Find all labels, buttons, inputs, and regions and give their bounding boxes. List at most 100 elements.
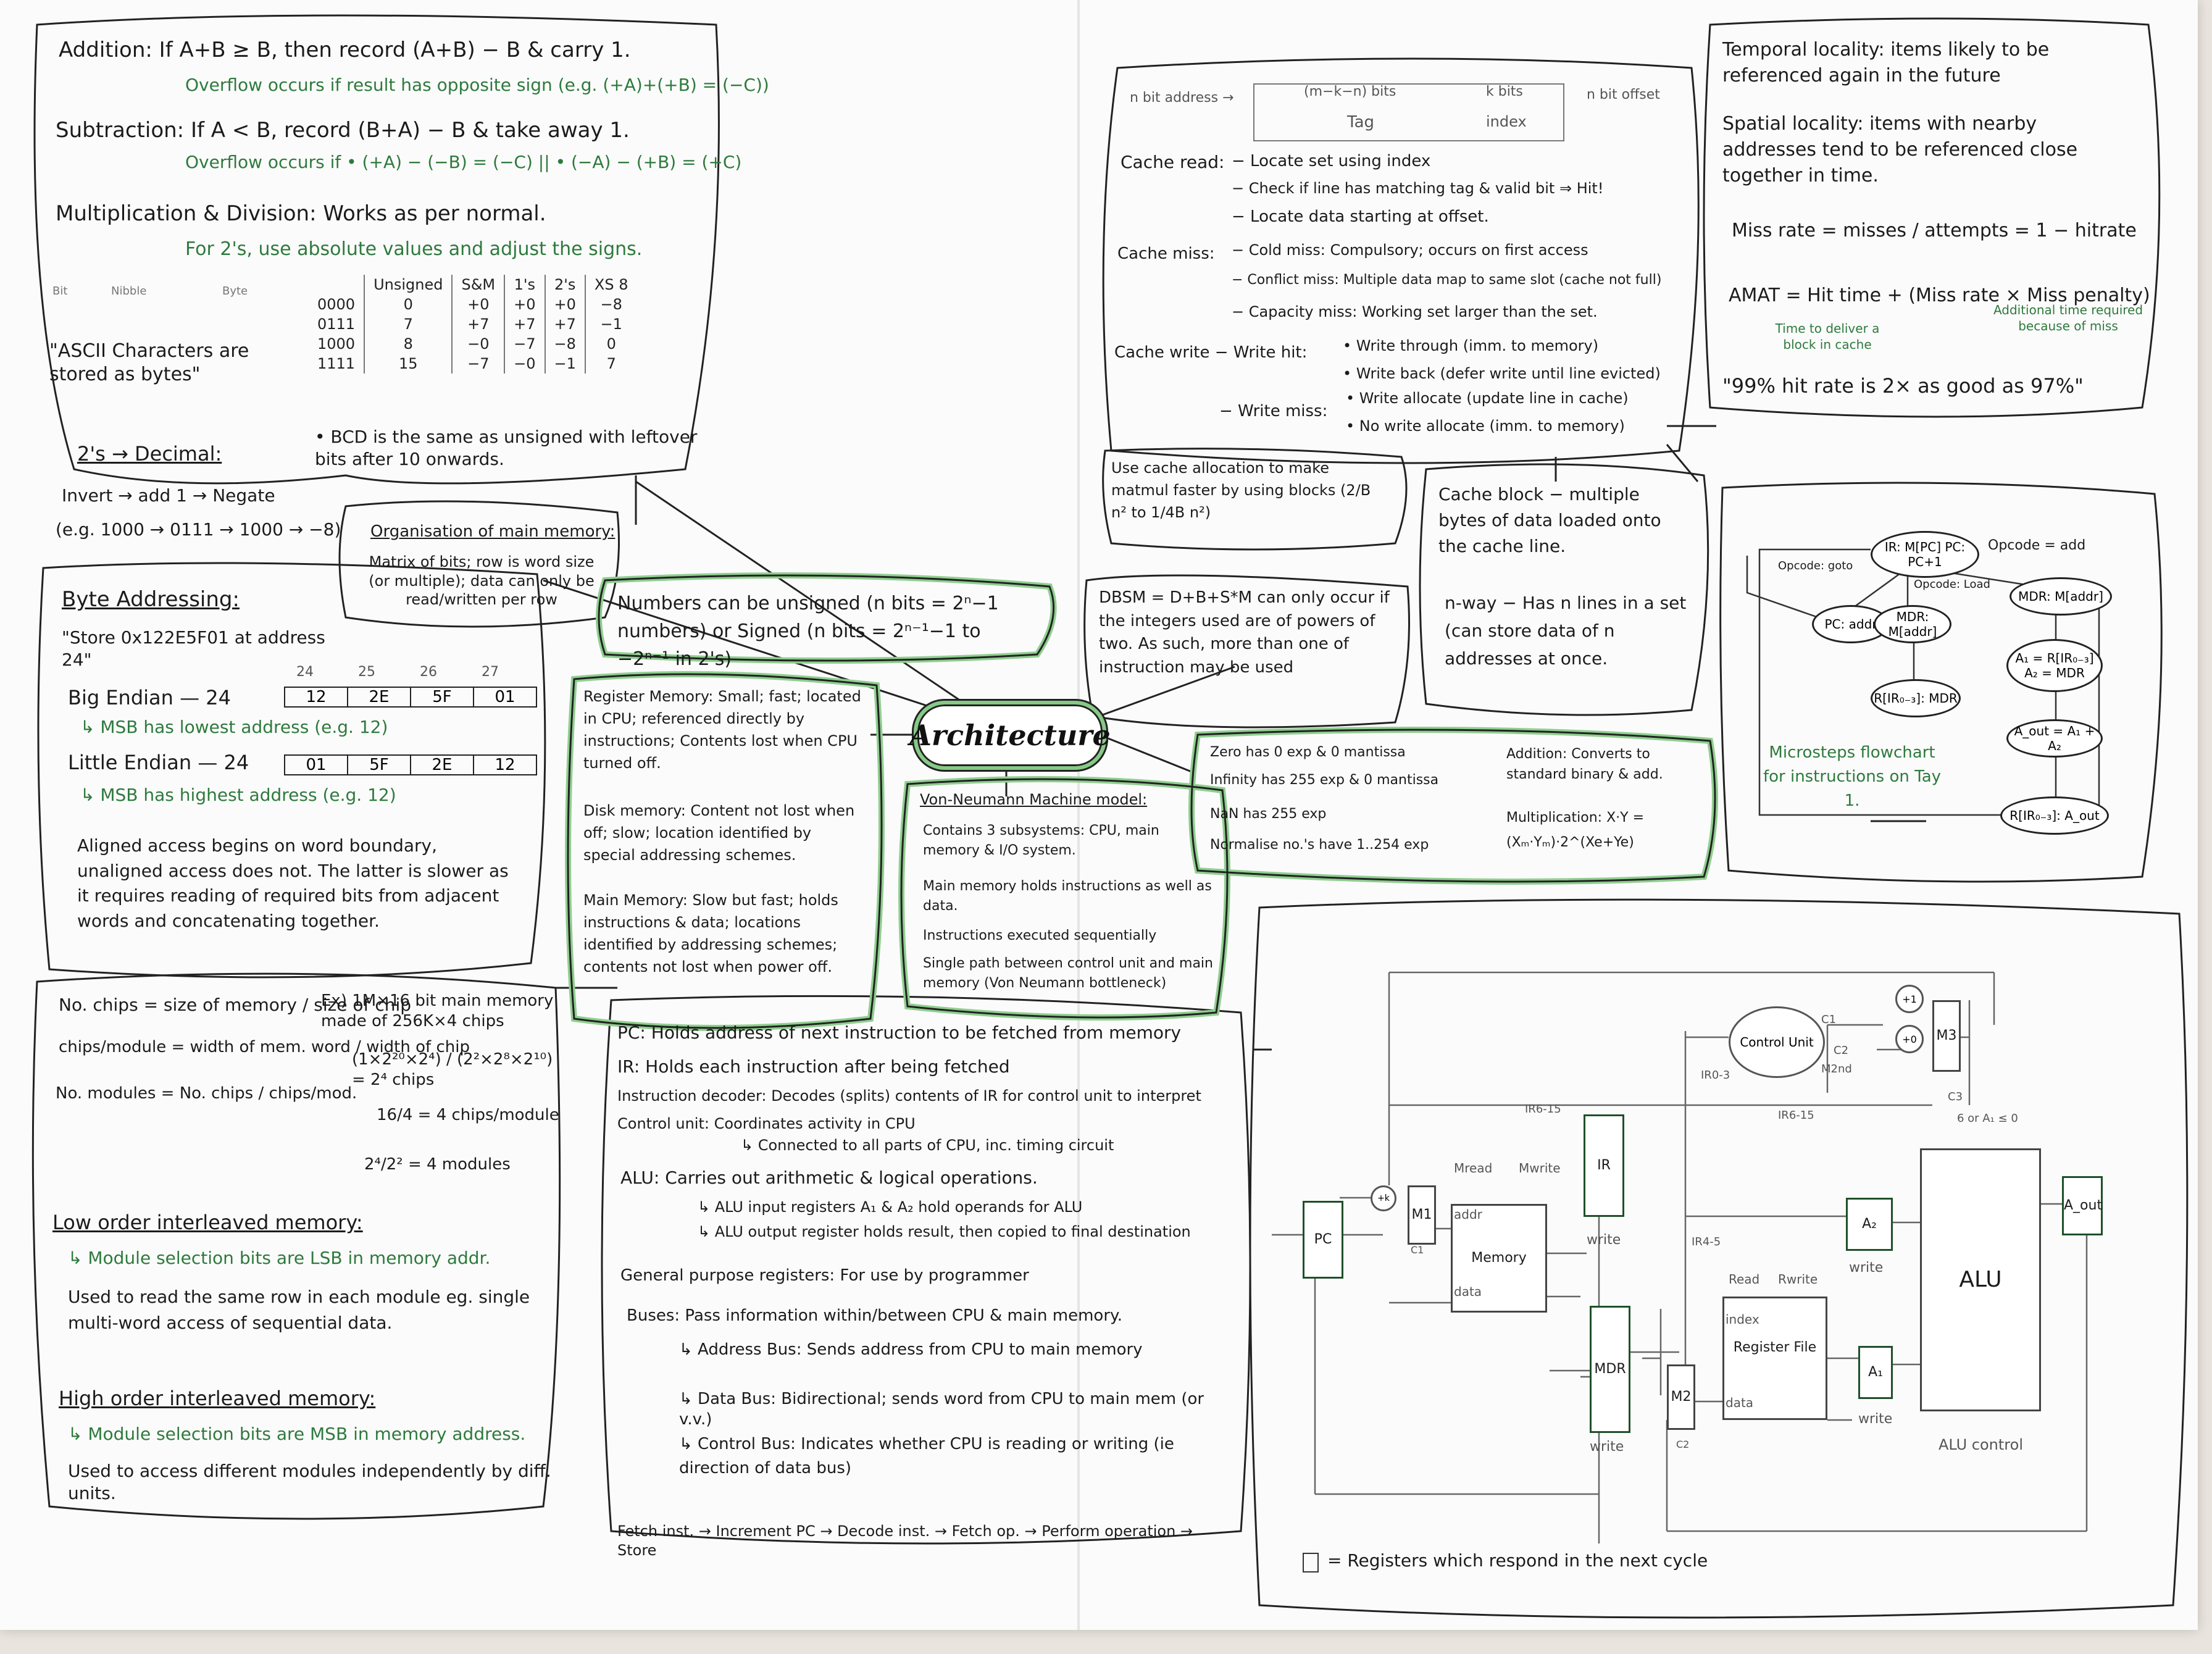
dp-label-c3: C3 — [1948, 1090, 1963, 1103]
vonneumann-title: Von-Neumann Machine model: — [920, 791, 1148, 808]
dp-label-rf-data: data — [1726, 1395, 1754, 1410]
datapath-register-file: Register File — [1722, 1297, 1827, 1420]
example-step-1: (1×2²⁰×2⁴) / (2²×2⁸×2¹⁰) = 2⁴ chips — [352, 1050, 553, 1090]
aligned-note: Aligned access begins on word boundary, … — [77, 835, 509, 931]
muldiv-note: For 2's, use absolute values and adjust … — [185, 238, 643, 260]
flow-node-store-result: R[IR₀₋₃]: A_out — [2000, 796, 2109, 835]
cache-read-1: − Locate set using index — [1232, 152, 1431, 170]
cpu-buses: Buses: Pass information within/between C… — [627, 1306, 1122, 1325]
high-order-note: ↳ Module selection bits are MSB in memor… — [68, 1424, 526, 1444]
col-header: S&M — [451, 275, 505, 294]
addr-24: 24 — [296, 664, 314, 680]
low-order-note: ↳ Module selection bits are LSB in memor… — [68, 1248, 491, 1268]
write-through: • Write through (imm. to memory) — [1343, 337, 1599, 354]
register-legend-text: = Registers which respond in the next cy… — [1327, 1550, 1708, 1571]
miss-rate-formula: Miss rate = misses / attempts = 1 − hitr… — [1732, 220, 2137, 241]
flow-label-add: Opcode = add — [1988, 538, 2086, 553]
cell: −1 — [584, 314, 637, 334]
vonneumann-item-1: Contains 3 subsystems: CPU, main memory … — [923, 823, 1159, 858]
byteaddr-title: Byte Addressing: — [62, 587, 240, 612]
dbsm-note: DBSM = D+B+S*M can only occur if the int… — [1099, 588, 1390, 677]
cpu-control: Control unit: Coordinates activity in CP… — [617, 1115, 916, 1132]
cache-n-bit-address: n bit address → — [1130, 90, 1234, 106]
spatial-locality: Spatial locality: items with nearby addr… — [1722, 113, 2078, 186]
cell: 0111 — [317, 315, 356, 333]
dp-label-ir6-15-a: IR6-15 — [1525, 1103, 1561, 1116]
page-fold — [1077, 0, 1080, 1630]
addr-27: 27 — [482, 664, 499, 680]
muldiv-text: Multiplication & Division: Works as per … — [56, 201, 546, 226]
datapath-mux-m1: M1 — [1408, 1185, 1436, 1245]
dp-label-alu-control: ALU control — [1939, 1436, 2023, 1453]
cpu-pc: PC: Holds address of next instruction to… — [617, 1022, 1182, 1043]
vonneumann-item-4: Single path between control unit and mai… — [923, 956, 1213, 991]
cell: 7 — [364, 314, 453, 334]
cell: +0 — [451, 294, 505, 314]
cell: +7 — [504, 314, 545, 334]
cache-read-2: − Check if line has matching tag & valid… — [1232, 180, 1604, 197]
datapath-ir-register: IR — [1584, 1114, 1624, 1217]
dp-label-index: index — [1726, 1312, 1759, 1327]
no-modules-formula: No. modules = No. chips / chips/mod. — [56, 1084, 357, 1103]
byte-cell: 2E — [347, 687, 411, 708]
vonneumann-item-2: Main memory holds instructions as well a… — [923, 879, 1212, 914]
datapath-a1-register: A₁ — [1858, 1346, 1893, 1399]
cell: −7 — [451, 354, 505, 374]
cell: 15 — [364, 354, 453, 374]
dp-label-ir6-15-b: IR6-15 — [1778, 1109, 1814, 1122]
flow-label-goto: Opcode: goto — [1778, 559, 1853, 572]
register-memory: Register Memory: Small; fast; located in… — [583, 688, 861, 772]
no-write-allocate: • No write allocate (imm. to memory) — [1346, 417, 1625, 435]
flow-node-mdr-add: MDR: M[addr] — [2010, 577, 2112, 616]
dp-label-a1-write: write — [1858, 1411, 1893, 1427]
float-addition: Addition: Converts to standard binary & … — [1506, 746, 1663, 782]
cache-write-label: Cache write − Write hit: — [1114, 343, 1308, 362]
flow-node-load-operands: A₁ = R[IR₀₋₃] A₂ = MDR — [2006, 639, 2103, 692]
no-chips-formula: No. chips = size of memory / size of chi… — [59, 995, 412, 1015]
addr-25: 25 — [358, 664, 375, 680]
chips-module-formula: chips/module = width of mem. word / widt… — [59, 1038, 470, 1056]
register-legend-box — [1303, 1553, 1319, 1573]
temporal-locality: Temporal locality: items likely to be re… — [1722, 39, 2050, 86]
cell: −7 — [504, 334, 545, 354]
address-fields-box: (m−k−n) bits k bits Tag index — [1253, 83, 1564, 141]
index-bits-label: k bits — [1486, 84, 1523, 99]
cache-miss-label: Cache miss: — [1117, 244, 1215, 263]
float-nan: NaN has 255 exp — [1210, 806, 1327, 822]
big-endian-label: Big Endian — 24 — [68, 686, 231, 709]
flow-node-add: A_out = A₁ + A₂ — [2006, 719, 2103, 758]
vonneumann-item-3: Instructions executed sequentially — [923, 928, 1157, 943]
cell: −0 — [451, 334, 505, 354]
unit-bit: Bit — [52, 285, 68, 298]
amat-hit-time-note: Time to deliver a block in cache — [1775, 321, 1880, 352]
tag-bits-label: (m−k−n) bits — [1304, 84, 1396, 99]
high-order-use: Used to access different modules indepen… — [68, 1461, 551, 1503]
cache-allocation-note: Use cache allocation to make matmul fast… — [1111, 459, 1371, 521]
twos-step-1: Invert → add 1 → Negate — [62, 485, 275, 506]
dp-label-mdr-write: write — [1590, 1439, 1624, 1455]
little-endian-label: Little Endian — 24 — [68, 751, 249, 774]
dp-label-m1-c1: C1 — [1411, 1244, 1424, 1256]
twos-title: 2's → Decimal: — [77, 442, 222, 466]
datapath-mux-m2: M2 — [1667, 1364, 1695, 1430]
dp-label-ir4-5: IR4-5 — [1692, 1235, 1721, 1248]
float-infinity: Infinity has 255 exp & 0 mantissa — [1210, 772, 1439, 788]
cache-read-label: Cache read: — [1121, 152, 1225, 172]
cell: −0 — [504, 354, 545, 374]
low-order-use: Used to read the same row in each module… — [68, 1287, 530, 1333]
tag-field: Tag — [1347, 113, 1375, 132]
addition-text: Addition: If A+B ≥ B, then record (A+B) … — [59, 38, 631, 62]
flow-label-load: Opcode: Load — [1914, 578, 1990, 591]
dp-label-ir0-3: IR0-3 — [1701, 1069, 1730, 1082]
cell: 8 — [364, 334, 453, 354]
cell: −8 — [544, 334, 585, 354]
main-memory: Main Memory: Slow but fast; holds instru… — [583, 892, 838, 975]
dp-label-m2nd: M2nd — [1821, 1063, 1852, 1076]
dp-adder-plusk: +k — [1371, 1185, 1396, 1211]
cpu-data-bus: ↳ Data Bus: Bidirectional; sends word fr… — [679, 1390, 1204, 1429]
